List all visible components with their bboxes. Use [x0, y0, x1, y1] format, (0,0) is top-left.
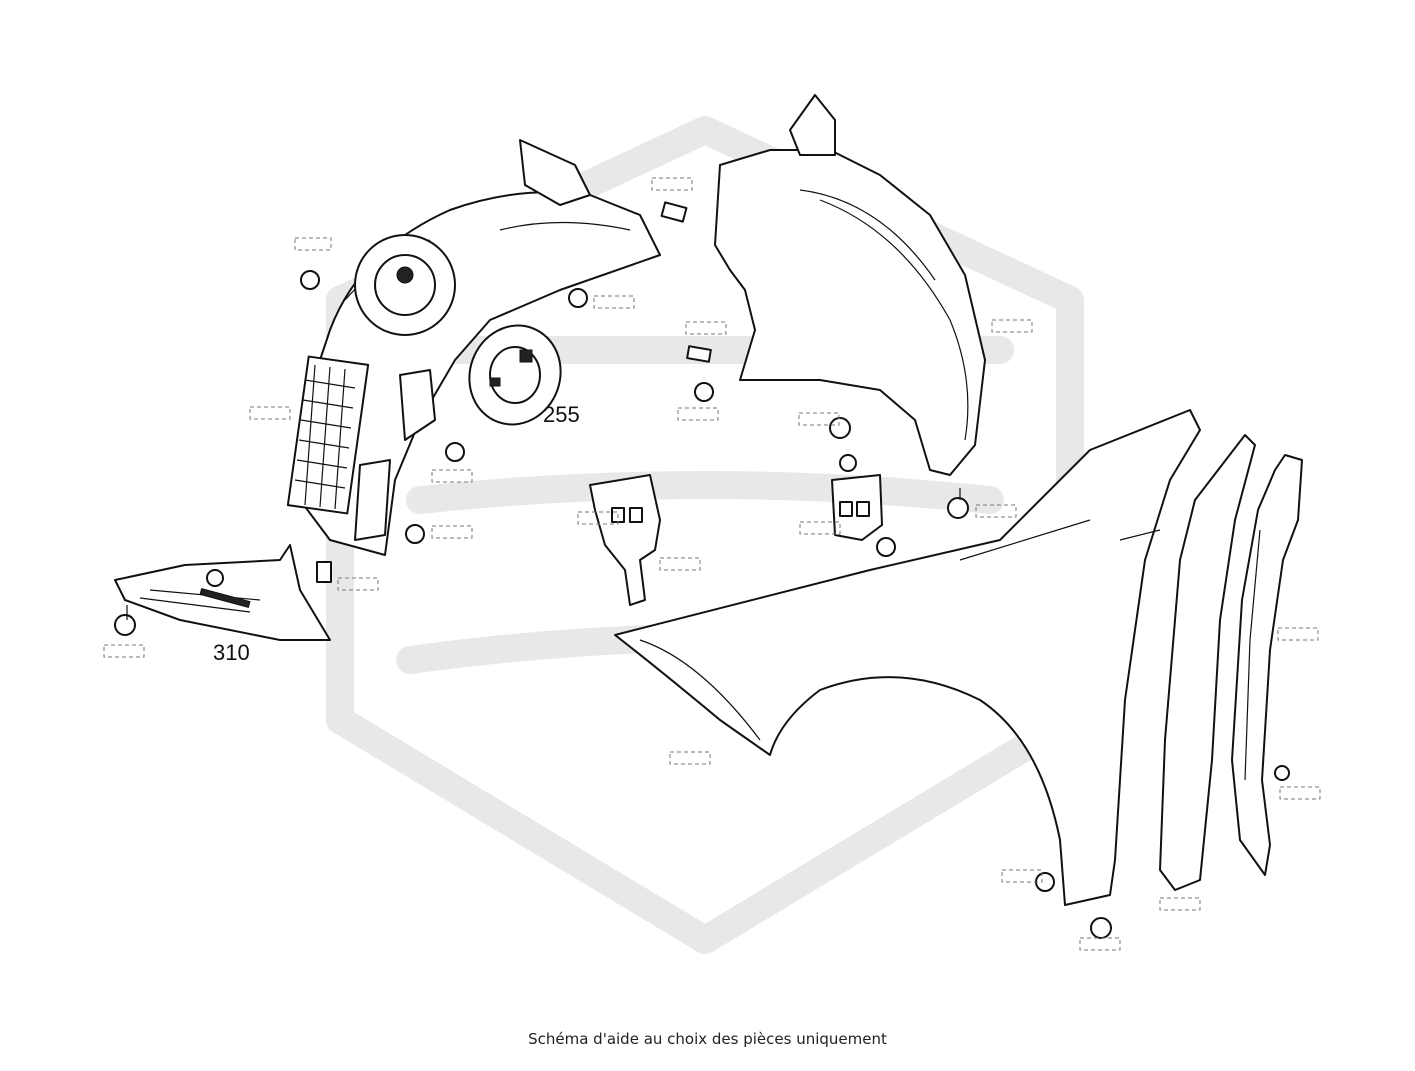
liner-cover[interactable]: 255: [456, 313, 580, 438]
front-wheel-liner[interactable]: [286, 139, 661, 556]
reference-boxes: [103, 177, 1321, 951]
front-fender[interactable]: [614, 409, 1201, 906]
callout-310: 310: [213, 640, 250, 665]
callout-255: 255: [543, 402, 580, 427]
diagram-caption: Schéma d'aide au choix des pièces unique…: [528, 1030, 887, 1048]
fender-trim[interactable]: [1231, 454, 1303, 876]
right-bracket[interactable]: [831, 474, 883, 541]
lower-shield[interactable]: 310: [114, 544, 331, 665]
left-bracket[interactable]: [589, 474, 661, 606]
fender-seal[interactable]: [1159, 434, 1256, 891]
rear-wheel-liner[interactable]: [714, 94, 986, 476]
